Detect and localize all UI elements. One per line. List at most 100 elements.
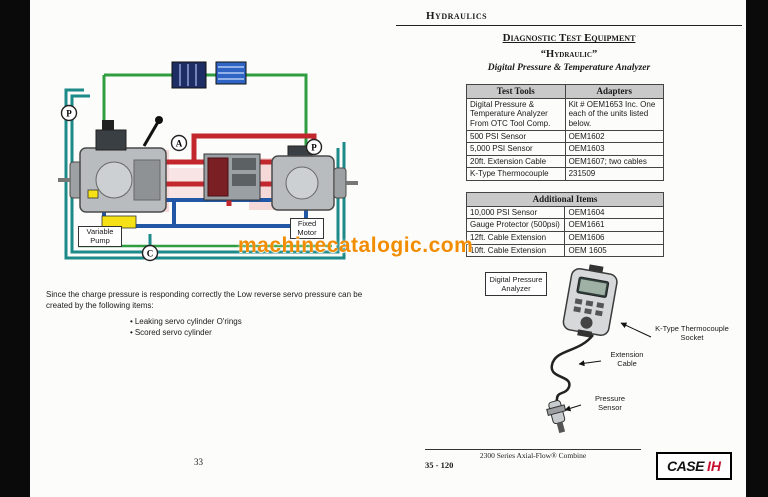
pump-valve-plate <box>133 159 161 201</box>
tool-cell: 10,000 PSI Sensor <box>465 205 566 220</box>
motor-rotating-group <box>285 166 319 200</box>
port-circle-p-right <box>305 138 323 156</box>
tool-cell: Gauge Protector (500psi) <box>465 218 566 232</box>
port-letter: C <box>147 249 154 259</box>
page-number: 33 <box>194 457 203 467</box>
adapter-cell: 231509 <box>564 167 665 181</box>
device-button <box>584 308 592 315</box>
series-title: 2300 Series Axial-Flow® Combine <box>479 451 587 460</box>
device-button <box>585 300 594 307</box>
logo-ih-mark: IH <box>706 458 721 474</box>
table-row: 20ft. Extension Cable OEM1607; two cable… <box>466 154 665 169</box>
test-tools-table: Test Tools Adapters Digital Pressure & T… <box>466 84 665 181</box>
adapter-cell: OEM1604 <box>564 205 664 220</box>
extension-cable-callout: Extension Cable <box>610 350 644 368</box>
motor-end-cap <box>333 167 347 199</box>
device-button <box>596 302 605 309</box>
servo-solenoid <box>102 120 114 130</box>
device-lcd-screen <box>578 279 607 296</box>
cooler-fins <box>218 66 244 80</box>
manual-page: Hydraulics <box>30 0 746 497</box>
watermark-text: machinecatalogic.com <box>238 234 474 257</box>
subheading: Digital Pressure & Temperature Analyzer <box>487 63 651 73</box>
logo-case-text: CASE <box>667 458 704 474</box>
return-line-inner <box>70 94 340 254</box>
table-row: 12ft. Cable Extension OEM1606 <box>465 231 664 245</box>
table-row: 500 PSI Sensor OEM1602 <box>466 129 665 144</box>
tool-cell: Digital Pressure & Temperature Analyzer … <box>466 97 566 131</box>
analyzer-callout-box: Digital Pressure Analyzer <box>485 272 547 296</box>
tool-cell: 20ft. Extension Cable <box>466 154 566 169</box>
table-header-row: Additional Items <box>466 192 664 207</box>
tool-cell: 500 PSI Sensor <box>466 129 566 144</box>
list-item: Leaking servo cylinder O'rings <box>130 316 242 327</box>
section-title: Hydraulics <box>426 10 488 22</box>
pressure-sensor-callout: Pressure Sensor <box>594 394 625 412</box>
additional-items-table: Additional Items 10,000 PSI Sensor OEM16… <box>465 192 664 258</box>
tool-cell: 10ft. Cable Extension <box>465 243 566 258</box>
col-header-adapters: Adapters <box>564 84 665 99</box>
page-title: Diagnostic Test Equipment <box>502 32 636 44</box>
table-row: Digital Pressure & Temperature Analyzer … <box>466 97 665 131</box>
page-code: 35 - 120 <box>425 460 454 470</box>
section-header-additional-items: Additional Items <box>466 192 664 207</box>
device-button <box>594 310 603 317</box>
return-line-outer <box>64 88 346 260</box>
socket-arrow <box>620 322 652 338</box>
lever-knob <box>155 116 163 124</box>
tool-cell: 5,000 PSI Sensor <box>466 142 566 156</box>
list-item: Scored servo cylinder <box>130 327 242 338</box>
table-header-row: Test Tools Adapters <box>466 84 665 99</box>
port-letter: P <box>311 143 317 153</box>
extension-cable <box>550 334 594 404</box>
table-row: 10,000 PSI Sensor OEM1604 <box>465 205 664 220</box>
cable-arrow <box>578 360 602 367</box>
adapter-cell: OEM1661 <box>564 218 664 232</box>
case-ih-logo: CASE IH <box>656 452 732 480</box>
adapter-cell: OEM1607; two cables <box>564 154 665 169</box>
pressure-sensor <box>546 400 567 434</box>
analyzer-figure: Digital Pressure Analyzer K-Type Thermoc… <box>455 262 745 454</box>
pressure-analyzer-device <box>562 264 618 338</box>
cause-list: Leaking servo cylinder O'rings Scored se… <box>130 316 242 338</box>
device-socket <box>577 329 593 338</box>
valve-port-a <box>232 158 256 170</box>
adapter-cell: OEM1606 <box>564 231 664 245</box>
oil-filter <box>171 61 207 89</box>
filter-ribs <box>179 64 197 86</box>
highlight-port <box>87 189 99 199</box>
thermocouple-socket-callout: K-Type Thermocouple Socket <box>655 324 729 342</box>
table-row: 10ft. Cable Extension OEM 1605 <box>465 243 664 258</box>
port-circle-p-left <box>60 104 78 122</box>
port-circle-a <box>170 134 188 152</box>
table-row: K-Type Thermocouple 231509 <box>466 167 665 181</box>
servo-control <box>95 129 127 151</box>
control-lever <box>142 121 160 147</box>
body-paragraph: Since the charge pressure is responding … <box>46 290 363 310</box>
device-dial <box>580 316 593 329</box>
adapter-cell: OEM 1605 <box>564 243 664 258</box>
hydraulic-schematic-figure: P A P C Variable Pump Fixed Motor <box>44 50 378 286</box>
port-letter: P <box>66 109 72 119</box>
supply-line <box>102 73 308 156</box>
tool-cell: 12ft. Cable Extension <box>465 231 566 245</box>
valve-spool <box>207 157 229 197</box>
running-head: Hydraulics <box>396 8 742 26</box>
pump-rotating-group <box>95 161 133 199</box>
fixed-motor-label: Fixed Motor <box>290 218 324 240</box>
table-row: Gauge Protector (500psi) OEM1661 <box>465 218 664 232</box>
port-circle-c <box>141 244 159 262</box>
port-letter: A <box>176 139 183 149</box>
variable-pump-label: Variable Pump <box>78 226 122 248</box>
col-header-test-tools: Test Tools <box>466 84 566 99</box>
adapter-cell: Kit # OEM1653 Inc. One each of the units… <box>564 97 665 131</box>
analyzer-illustration <box>546 264 652 434</box>
hydraulic-schematic-diagram: P A P C <box>58 61 358 262</box>
valve-port-b <box>232 174 256 186</box>
sensor-arrow <box>564 404 582 412</box>
adapter-cell: OEM1602 <box>564 129 665 144</box>
device-button <box>574 298 583 305</box>
table-row: 5,000 PSI Sensor OEM1603 <box>466 142 665 156</box>
sensor-tip <box>556 421 566 434</box>
tool-cell: K-Type Thermocouple <box>466 167 566 181</box>
